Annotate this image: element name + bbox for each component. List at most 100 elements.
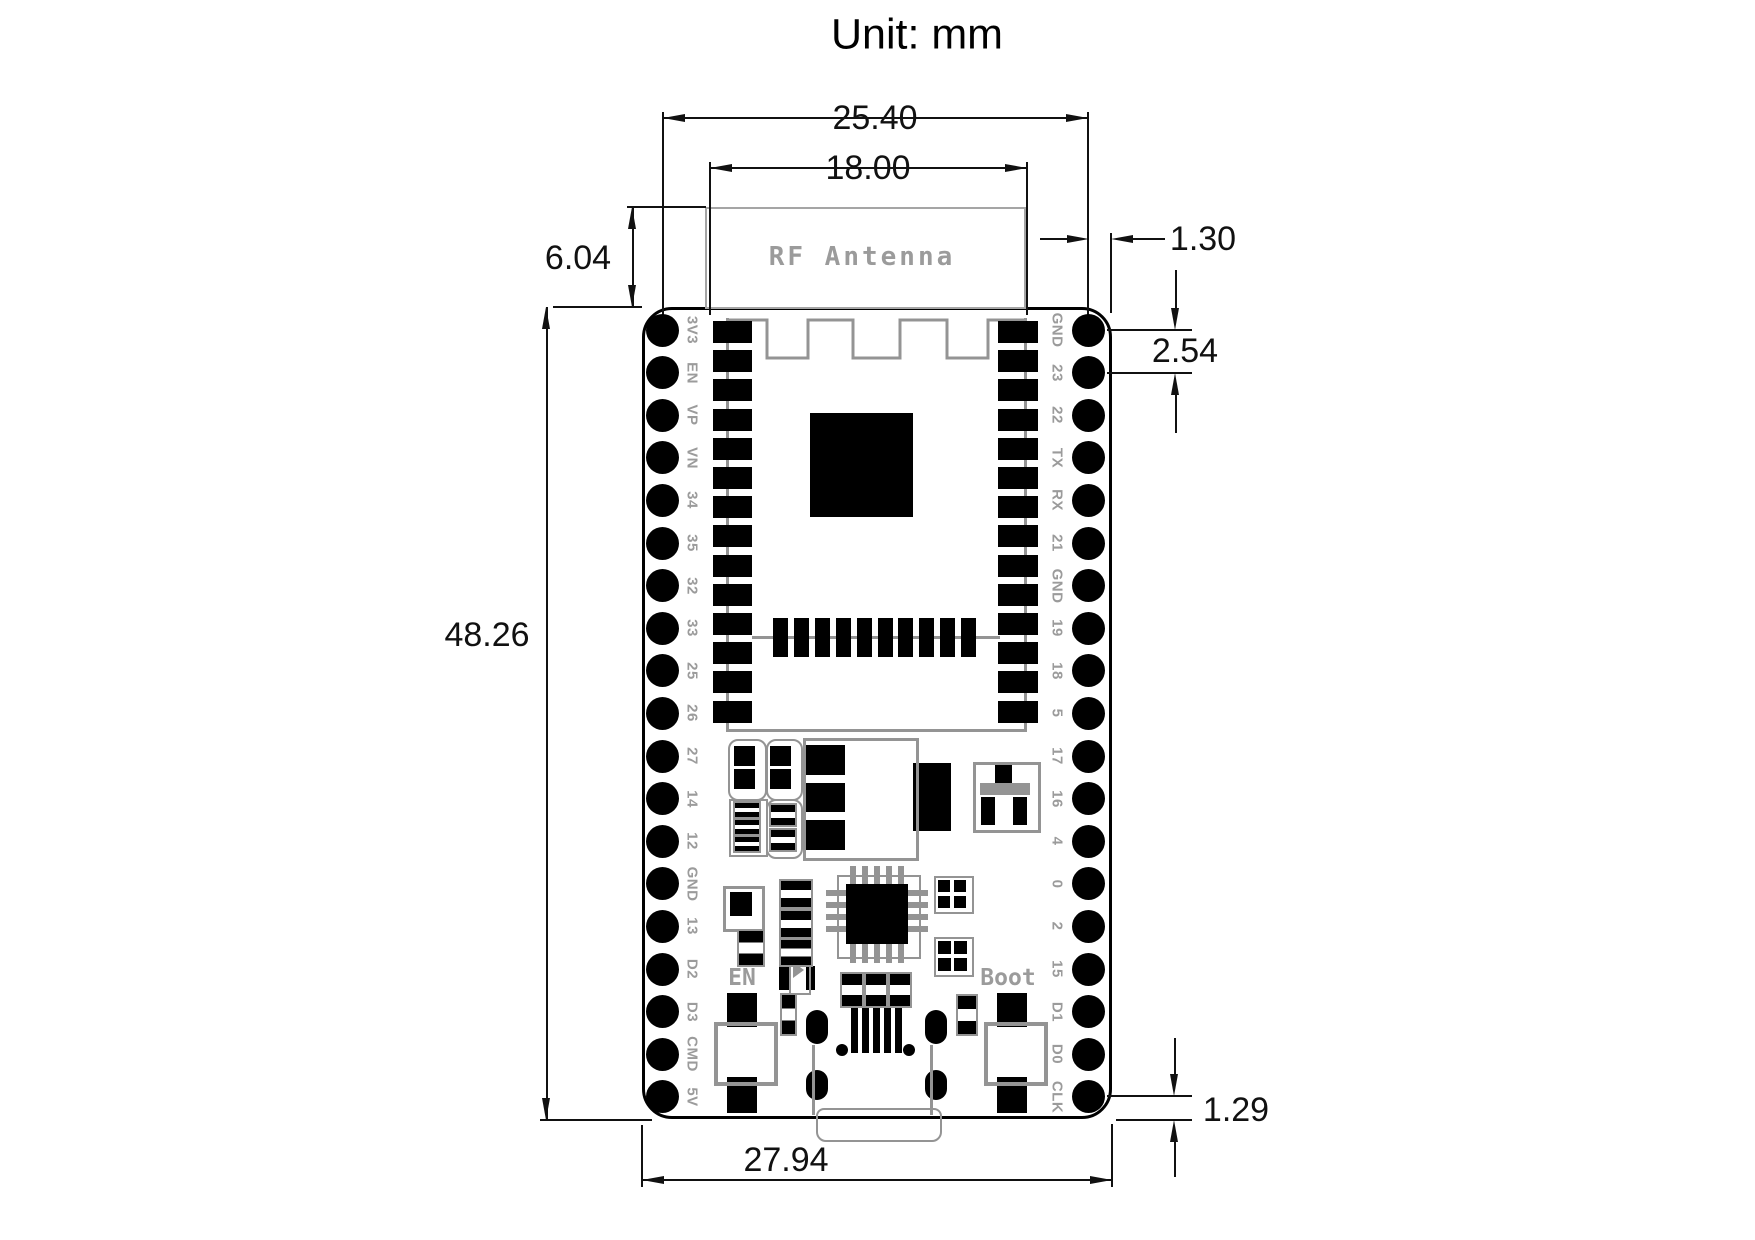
module-pad-right [998, 583, 1038, 606]
passive-component [956, 994, 978, 1036]
usb-hole [836, 1044, 848, 1056]
passive-component [779, 938, 813, 967]
pin-label-right-19: 19 [1048, 619, 1066, 638]
pin-hole-right [1072, 739, 1105, 773]
pin-hole-left [646, 526, 679, 560]
dimension-arrow [1005, 163, 1027, 172]
module-pad-right [998, 525, 1038, 548]
module-pad-right [998, 408, 1038, 431]
smd-pad [981, 797, 995, 825]
dimension-line [1175, 270, 1177, 309]
module-pad-left [713, 671, 752, 694]
usb-shell [816, 1108, 942, 1142]
module-pad-left [713, 321, 752, 343]
dimension-line [1111, 1124, 1113, 1187]
module-pad-right [998, 379, 1038, 402]
dimension-line [663, 117, 1088, 119]
pin-label-right-15: 15 [1048, 960, 1066, 978]
antenna-zone [705, 207, 1026, 309]
diode-bar [980, 783, 1030, 795]
en-button [714, 1022, 778, 1086]
en-button-label: EN [728, 965, 756, 991]
module-pad-left [713, 554, 752, 577]
module-pad-left [713, 525, 752, 548]
dimension-line [553, 306, 642, 308]
module-pad-right [998, 437, 1038, 460]
module-pad-bottom [919, 618, 935, 657]
pin-label-left-26: 26 [683, 704, 701, 723]
pin-hole-right [1072, 356, 1105, 390]
ic-pins-right [908, 890, 928, 938]
module-pad-left [713, 379, 752, 402]
pin-hole-right [1072, 824, 1105, 858]
dimension-line [546, 307, 548, 1120]
pin-label-right-RX: RX [1048, 489, 1066, 512]
pin-label-left-D3: D3 [683, 1001, 701, 1022]
smd-pad [997, 993, 1027, 1027]
pin-hole-left [646, 824, 679, 858]
dim-pin-pitch: 2.54 [1151, 332, 1219, 370]
usb-body-edge [930, 1045, 933, 1115]
dimension-arrow [1090, 1175, 1112, 1184]
dimension-arrow [1170, 1074, 1178, 1096]
module-pad-right [998, 642, 1038, 665]
module-chip [810, 413, 913, 517]
pin-label-left-VN: VN [683, 446, 701, 469]
passive-component [864, 972, 888, 1008]
pin-hole-left [646, 1037, 679, 1071]
dimension-arrow [542, 1098, 550, 1120]
pin-label-left-3V3: 3V3 [683, 315, 701, 345]
pin-label-right-16: 16 [1048, 789, 1066, 808]
boot-button-label: Boot [980, 965, 1036, 991]
pin-label-left-CMD: CMD [683, 1036, 701, 1073]
passive-component [733, 818, 761, 836]
regulator-outline [803, 738, 919, 861]
pin-label-right-17: 17 [1048, 747, 1066, 765]
smd-pad [734, 769, 755, 789]
dimension-arrow [1111, 234, 1133, 243]
module-pad-bottom [773, 618, 788, 657]
diode-outline [973, 762, 1041, 833]
usb-hole [903, 1044, 915, 1056]
pin-label-left-25: 25 [683, 661, 701, 680]
pin-label-right-0: 0 [1048, 879, 1066, 889]
pin-hole-right [1072, 995, 1105, 1029]
module-pad-left [713, 613, 752, 635]
pin-hole-right [1072, 782, 1105, 816]
smd-pad [938, 880, 950, 892]
pad-grid-outline [934, 937, 974, 977]
usb-mount-pad [925, 1010, 947, 1044]
dimension-line [632, 207, 634, 307]
pin-label-left-GND: GND [683, 866, 701, 902]
pin-hole-left [646, 356, 679, 390]
pin-label-right-5: 5 [1048, 708, 1066, 718]
module-pad-left [713, 408, 752, 431]
module-pad-left [713, 350, 752, 373]
usb-pin [873, 1008, 880, 1053]
module-pad-bottom [940, 618, 956, 657]
dimension-line [1087, 112, 1089, 335]
passive-component [840, 972, 864, 1008]
module-pad-left [713, 437, 752, 460]
dimension-arrow [710, 163, 732, 172]
dimension-arrow [1066, 113, 1088, 122]
passive-component [888, 972, 912, 1008]
pin-label-left-32: 32 [683, 576, 701, 595]
module-pad-right [998, 700, 1038, 723]
pin-label-right-CLK: CLK [1048, 1080, 1066, 1113]
pin-hole-right [1072, 398, 1105, 432]
passive-component [769, 803, 797, 827]
usb-pin [895, 1008, 902, 1053]
pin-hole-left [646, 739, 679, 773]
usb-body-edge [812, 1045, 815, 1115]
dimension-line [1110, 233, 1112, 313]
dimension-arrow [628, 207, 636, 229]
dimension-arrow [1170, 1120, 1178, 1142]
module-pad-left [713, 496, 752, 519]
dimension-line [1040, 238, 1068, 240]
dimension-arrow [1171, 373, 1179, 395]
dimension-line [709, 162, 711, 315]
dimension-line [1174, 1141, 1176, 1177]
module-pad-right [998, 467, 1038, 489]
